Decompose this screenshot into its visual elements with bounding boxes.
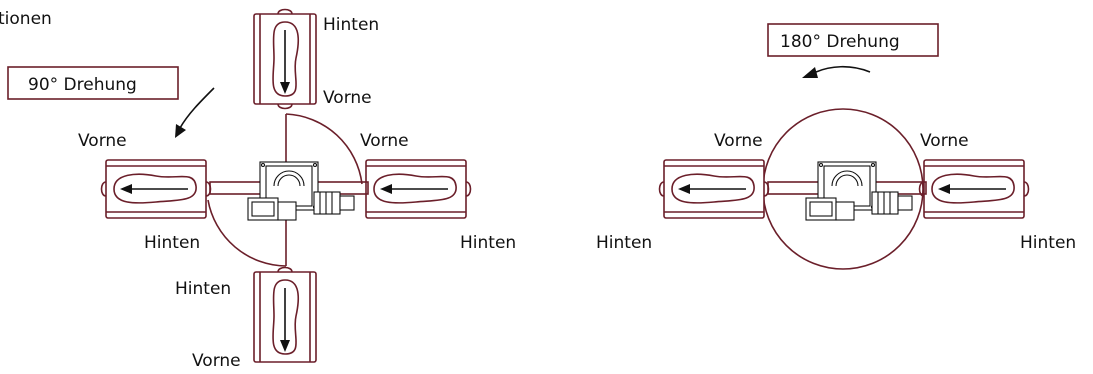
turntable-machine <box>247 161 355 221</box>
left-unit <box>100 159 212 219</box>
label-rp-right-hinten: Hinten <box>1020 233 1076 253</box>
right-panel-left-unit <box>658 159 770 219</box>
right-panel-right-unit <box>918 159 1030 219</box>
rotation-label-180: 180° Drehung <box>767 23 939 57</box>
label-left-hinten: Hinten <box>144 233 200 253</box>
rotation-label-90: 90° Drehung <box>7 66 179 100</box>
rotation-arrow-90 <box>179 87 215 129</box>
label-rp-left-hinten: Hinten <box>596 233 652 253</box>
rotation-arc <box>285 113 363 185</box>
right-unit <box>365 159 472 219</box>
label-top-hinten: Hinten <box>323 15 379 35</box>
label-left-vorne: Vorne <box>78 131 127 151</box>
right-panel: 180° Drehung Vorne Vorne Hinten Hinten <box>596 23 1076 270</box>
right-panel-turntable-machine <box>805 161 913 221</box>
rotation-label-180-text: 180° Drehung <box>780 32 900 52</box>
label-right-hinten: Hinten <box>460 233 516 253</box>
label-bottom-vorne: Vorne <box>192 351 241 371</box>
left-panel: tionen 90° Drehung <box>0 8 516 371</box>
label-top-vorne: Vorne <box>323 88 372 108</box>
title-fragment: tionen <box>0 9 52 29</box>
rotation-label-90-text: 90° Drehung <box>28 75 137 95</box>
label-rp-left-vorne: Vorne <box>714 131 763 151</box>
label-bottom-hinten: Hinten <box>175 279 231 299</box>
bottom-unit <box>253 266 317 363</box>
label-right-vorne: Vorne <box>360 131 409 151</box>
top-unit <box>253 8 317 110</box>
rotation-arrow-180 <box>815 65 871 73</box>
label-rp-right-vorne: Vorne <box>920 131 969 151</box>
